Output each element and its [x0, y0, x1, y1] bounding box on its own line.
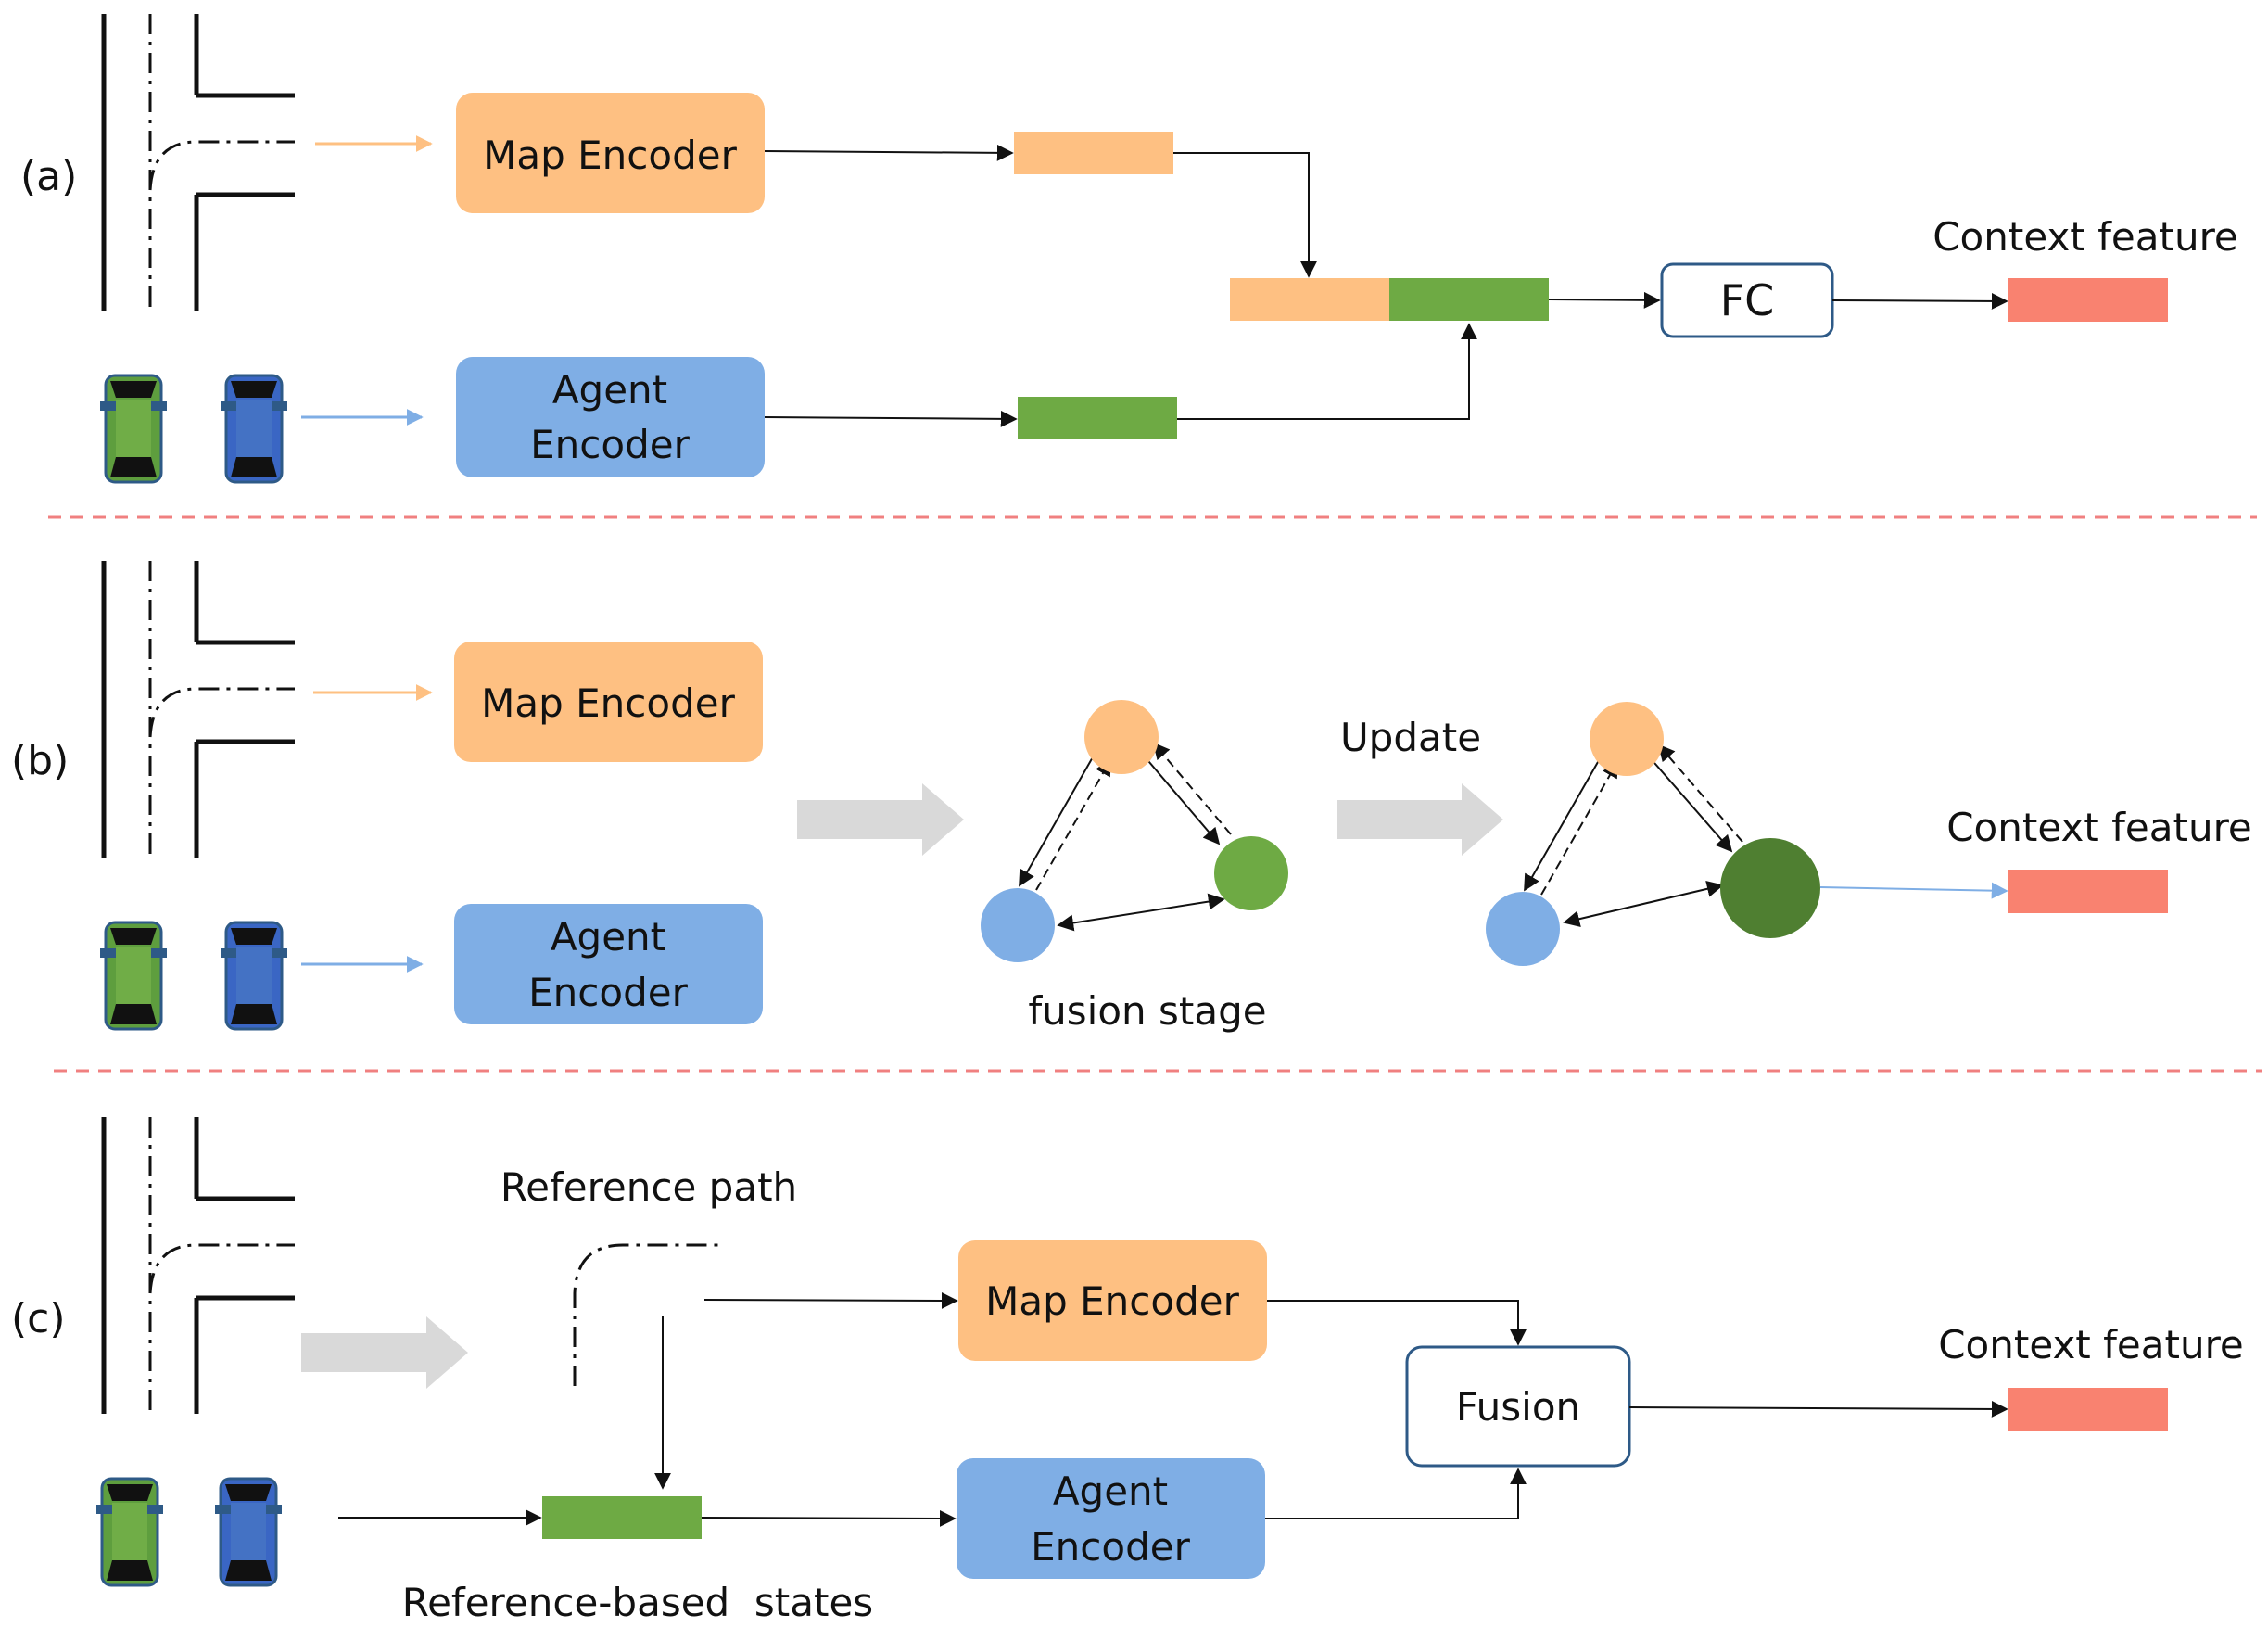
- agent-node: [981, 888, 1055, 962]
- fusion-to-context-arrow-c: [1628, 1400, 2008, 1418]
- map-feature-to-concat-arrow-a: [1173, 152, 1317, 278]
- agent-feature-a: [1018, 397, 1177, 439]
- agent-encoder-box-a: [456, 357, 765, 477]
- map-encoder-box-c: [958, 1240, 1267, 1361]
- car-icon-blue-c: [213, 1477, 284, 1587]
- context-feature-label-c: Context feature: [1938, 1322, 2244, 1367]
- panel-c: (c) Reference path Reference-based state…: [11, 1117, 2244, 1625]
- edge-agent-to-map-dashed: [1035, 758, 1111, 891]
- panel-c-label: (c): [11, 1295, 66, 1342]
- agent-encoder-label-a-line2: Encoder: [530, 422, 690, 467]
- agent-node-updated: [1486, 892, 1560, 966]
- concat-agent-part-a: [1389, 278, 1549, 321]
- fusion-stage-graph: [981, 700, 1288, 962]
- agent-feature-to-concat-arrow-a: [1177, 323, 1477, 420]
- agent-encoder-label-b-line1: Agent: [551, 914, 665, 960]
- agent-encoder-label-c-line1: Agent: [1053, 1468, 1168, 1514]
- edge2-map-to-feature: [1641, 748, 1733, 853]
- context-feature-label-a: Context feature: [1932, 214, 2238, 260]
- fused-to-context-arrow-b: [1819, 882, 2008, 899]
- context-feature-b: [2008, 870, 2168, 913]
- car-icon-blue-a: [219, 374, 289, 484]
- edge2-feature-to-map-dashed: [1657, 744, 1743, 843]
- reference-path-icon: [573, 1243, 718, 1386]
- map-encoder-to-fusion-arrow: [1267, 1300, 1527, 1346]
- fusion-box: [1405, 1345, 1631, 1468]
- road-scene-c: [104, 1117, 295, 1414]
- edge2-agent-feature: [1563, 880, 1724, 928]
- edge2-map-to-agent: [1524, 755, 1603, 892]
- map-node-updated: [1590, 702, 1664, 776]
- concat-map-part-a: [1230, 278, 1389, 321]
- context-feature-a: [2008, 278, 2168, 322]
- fusion-stage-label: fusion stage: [1028, 988, 1266, 1034]
- context-feature-label-b: Context feature: [1946, 805, 2252, 850]
- agent-encoder-label-b-line2: Encoder: [528, 970, 688, 1015]
- map-encoder-box-a: [456, 93, 765, 213]
- edge-map-to-agent: [1019, 755, 1095, 887]
- edge-feature-to-map-dashed: [1152, 742, 1232, 835]
- reference-path-label: Reference path: [500, 1164, 797, 1210]
- fused-node-updated: [1720, 838, 1820, 938]
- agent-encoder-out-arrow-a: [764, 410, 1018, 427]
- edge-agent-feature: [1057, 893, 1225, 932]
- agent-encoder-label-c-line2: Encoder: [1031, 1524, 1190, 1570]
- map-encoder-box-b: [454, 642, 763, 762]
- states-to-agent-encoder-arrow: [701, 1509, 957, 1527]
- fusion-label: Fusion: [1456, 1384, 1580, 1430]
- road-scene-b: [104, 561, 295, 858]
- panel-a-label: (a): [20, 153, 77, 200]
- fc-to-context-arrow-a: [1831, 292, 2008, 310]
- agent-encoder-label-a-line1: Agent: [552, 367, 667, 413]
- map-encoder-label-a: Map Encoder: [483, 133, 737, 178]
- context-feature-c: [2008, 1388, 2168, 1431]
- map-encoder-out-arrow-a: [764, 144, 1014, 161]
- car-icon-green-b: [98, 921, 169, 1031]
- map-node: [1084, 700, 1159, 774]
- reference-states-label: Reference-based states: [402, 1580, 873, 1625]
- refpath-to-map-encoder-arrow: [703, 1291, 958, 1309]
- map-encoder-label-b: Map Encoder: [481, 680, 735, 726]
- big-arrow-b1: [797, 783, 964, 856]
- reference-states-feature: [542, 1496, 702, 1539]
- panel-b: (b) Map Encoder Agent Encoder fusion sta…: [11, 561, 2252, 1034]
- agent-encoder-box-b: [454, 904, 763, 1024]
- concat-to-fc-arrow-a: [1548, 291, 1661, 309]
- big-arrow-b2: [1337, 783, 1503, 856]
- car-icon-blue-b: [219, 921, 289, 1031]
- big-arrow-c: [301, 1316, 468, 1389]
- road-scene-a: [104, 14, 295, 311]
- map-encoder-label-c: Map Encoder: [985, 1278, 1239, 1324]
- car-icon-green-a: [98, 374, 169, 484]
- panel-a: (a) Map Encoder Agent Encoder FC Context…: [20, 14, 2238, 484]
- map-feature-a: [1014, 132, 1173, 174]
- fc-label: FC: [1720, 275, 1775, 325]
- edge2-agent-to-map-dashed: [1540, 760, 1618, 896]
- panel-b-label: (b): [11, 737, 69, 784]
- updated-graph: [1486, 702, 1820, 966]
- agent-encoder-to-fusion-arrow: [1265, 1468, 1527, 1519]
- update-label: Update: [1340, 715, 1481, 760]
- feature-node: [1214, 836, 1288, 910]
- edge-map-to-feature: [1137, 748, 1221, 845]
- agent-encoder-box-c: [957, 1458, 1265, 1579]
- car-icon-green-c: [95, 1477, 165, 1587]
